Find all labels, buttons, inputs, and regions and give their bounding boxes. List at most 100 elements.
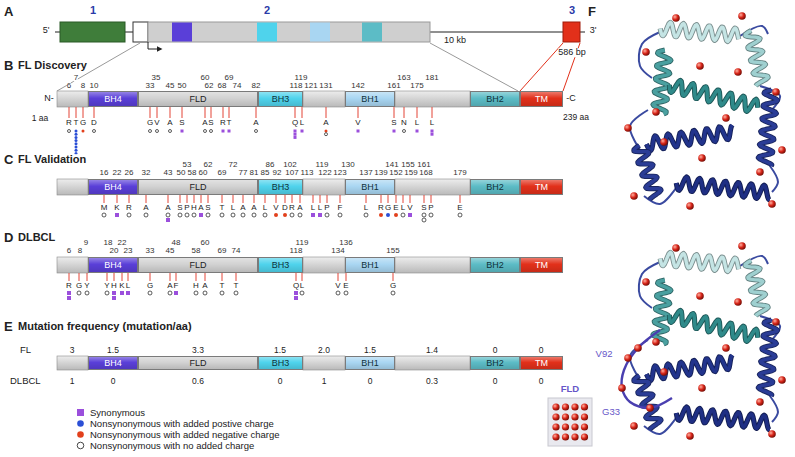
residue-number: 6 [67,247,71,255]
amino-acid: T [220,282,225,290]
amino-acid: V [273,204,278,212]
mutation-tick [243,195,244,203]
residue-number: 68 [218,82,227,90]
domain-name: BH3 [272,95,290,104]
amino-acid: G [76,282,82,290]
residue-number: 69 [218,247,227,255]
panel-title: DLBCL [18,232,55,244]
synonymous-mark [120,291,124,295]
amino-acid: G [147,282,153,290]
mutation-sphere [756,168,764,176]
residue-number: 179 [453,169,466,177]
amino-acid: H [193,282,199,290]
panel-letter: D [4,231,13,245]
legend-swatch [76,430,85,439]
mutation-sphere [630,422,638,430]
mutation-tick [417,107,418,118]
mutation-sphere [562,413,569,420]
helix-outline [758,90,777,166]
neutral-mark [422,213,426,217]
synonymous-mark [67,296,71,300]
synonymous-mark [181,130,184,133]
synonymous-mark [112,291,116,295]
residue-number: 43 [164,169,173,177]
mutation-sphere [581,403,588,410]
domain-stripe [172,23,192,42]
amino-acid: H [191,204,197,212]
mutation-tick [394,107,395,118]
synonymous-mark [222,130,225,133]
domain-box: FLD [138,356,258,370]
mutation-tick [320,195,321,203]
strand-end: 3' [590,26,597,35]
residue-label: 1 aa [32,114,49,123]
mutation-sphere [738,242,746,250]
amino-acid: L [300,282,304,290]
helix-outline [646,355,732,380]
helix-outline [646,125,732,150]
frequency-value: 3 [70,346,75,355]
synonymous-mark [112,296,116,300]
domain-name: BH3 [272,183,290,192]
protein-structure [548,12,786,446]
linker-segment [57,356,88,370]
neutral-mark [422,218,426,222]
neutral-mark [148,291,152,295]
mutation-sphere [581,433,588,440]
synonymous-mark [228,130,231,133]
linker-segment [303,91,345,107]
domain-box: TM [520,179,563,195]
synonymous-mark [357,130,360,133]
frequency-value: 2.0 [318,346,330,355]
mutation-tick [182,107,183,118]
fld-loop [622,330,672,408]
amino-acid: A [167,119,172,127]
mutation-sphere [778,146,786,154]
neutral-mark [336,291,340,295]
amino-acid: N [401,119,407,127]
domain-name: BH2 [486,95,504,104]
amino-acid: R [378,204,384,212]
domain-name: TM [535,95,548,104]
legend-dot [77,420,84,427]
mutation-tick [114,273,115,281]
mutation-tick [170,107,171,118]
domain-callout: FLD [561,384,579,394]
residue-number: 45 [166,82,175,90]
mutation-tick [117,195,118,203]
domain-box: BH1 [345,179,395,195]
mutation-sphere [571,403,578,410]
neutral-mark [210,130,213,133]
domain-box: BH3 [258,179,303,195]
neutral-mark [149,130,152,133]
legend-text: Synonymous [90,407,145,418]
neutral-mark [325,213,329,217]
neutral-mark [263,213,267,217]
residue-number: 22 [113,169,122,177]
amino-acid: A [297,204,302,212]
mutation-tick [388,195,389,203]
residue-number: 159 [404,169,417,177]
mutation-tick [326,107,327,118]
amino-acid: V [407,204,412,212]
neutral-mark [178,213,182,217]
amino-acid: S [205,204,210,212]
mutation-tick [358,107,359,118]
domain-name: BH1 [361,95,379,104]
mutation-sphere [672,14,680,22]
residue-number: 134 [331,247,344,255]
mutation-tick [327,195,328,203]
mutation-tick [205,273,206,281]
neutral-mark [144,213,148,217]
mutation-tick [431,195,432,203]
residue-number: 155 [386,247,399,255]
domain-box: BH2 [470,179,520,195]
residue-number: 58 [192,247,201,255]
domain-name: BH3 [272,261,290,270]
positive-mark [75,139,78,142]
amino-acid: A [143,204,148,212]
frequency-value: 0 [539,346,544,355]
neutral-mark [192,213,196,217]
helix-ribbon [669,310,757,341]
linker-segment [303,179,345,195]
